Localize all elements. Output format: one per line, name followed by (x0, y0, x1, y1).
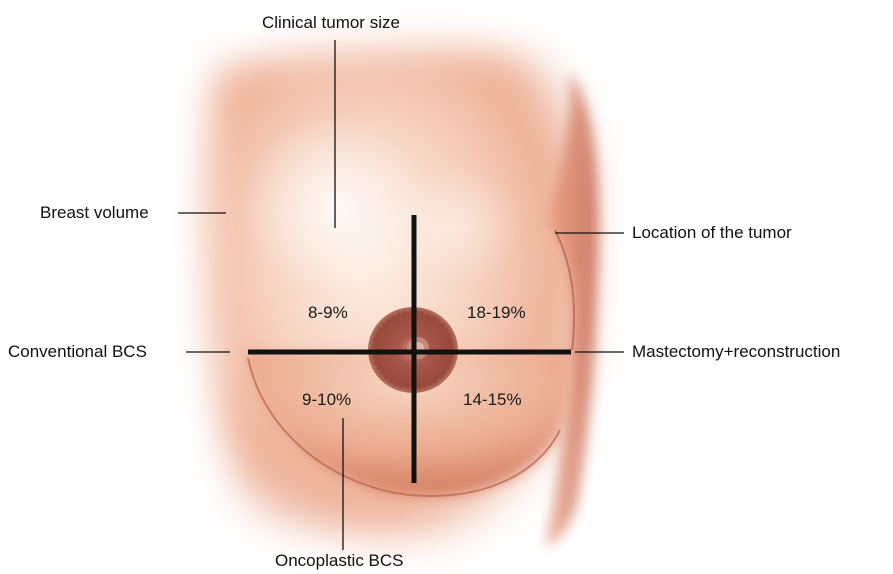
quadrant-upper-left-percent: 8-9% (308, 303, 348, 323)
quadrant-lower-left-percent: 9-10% (302, 390, 351, 410)
label-location-of-tumor: Location of the tumor (632, 223, 792, 243)
label-breast-volume: Breast volume (40, 203, 149, 223)
highlight-glow-2 (385, 165, 525, 285)
label-conventional-bcs: Conventional BCS (8, 342, 147, 362)
quadrant-upper-right-percent: 18-19% (467, 303, 526, 323)
quadrant-lower-right-percent: 14-15% (463, 390, 522, 410)
label-clinical-tumor-size: Clinical tumor size (262, 13, 400, 33)
label-oncoplastic-bcs: Oncoplastic BCS (275, 551, 404, 571)
label-mastectomy-reconstruction: Mastectomy+reconstruction (632, 342, 840, 362)
